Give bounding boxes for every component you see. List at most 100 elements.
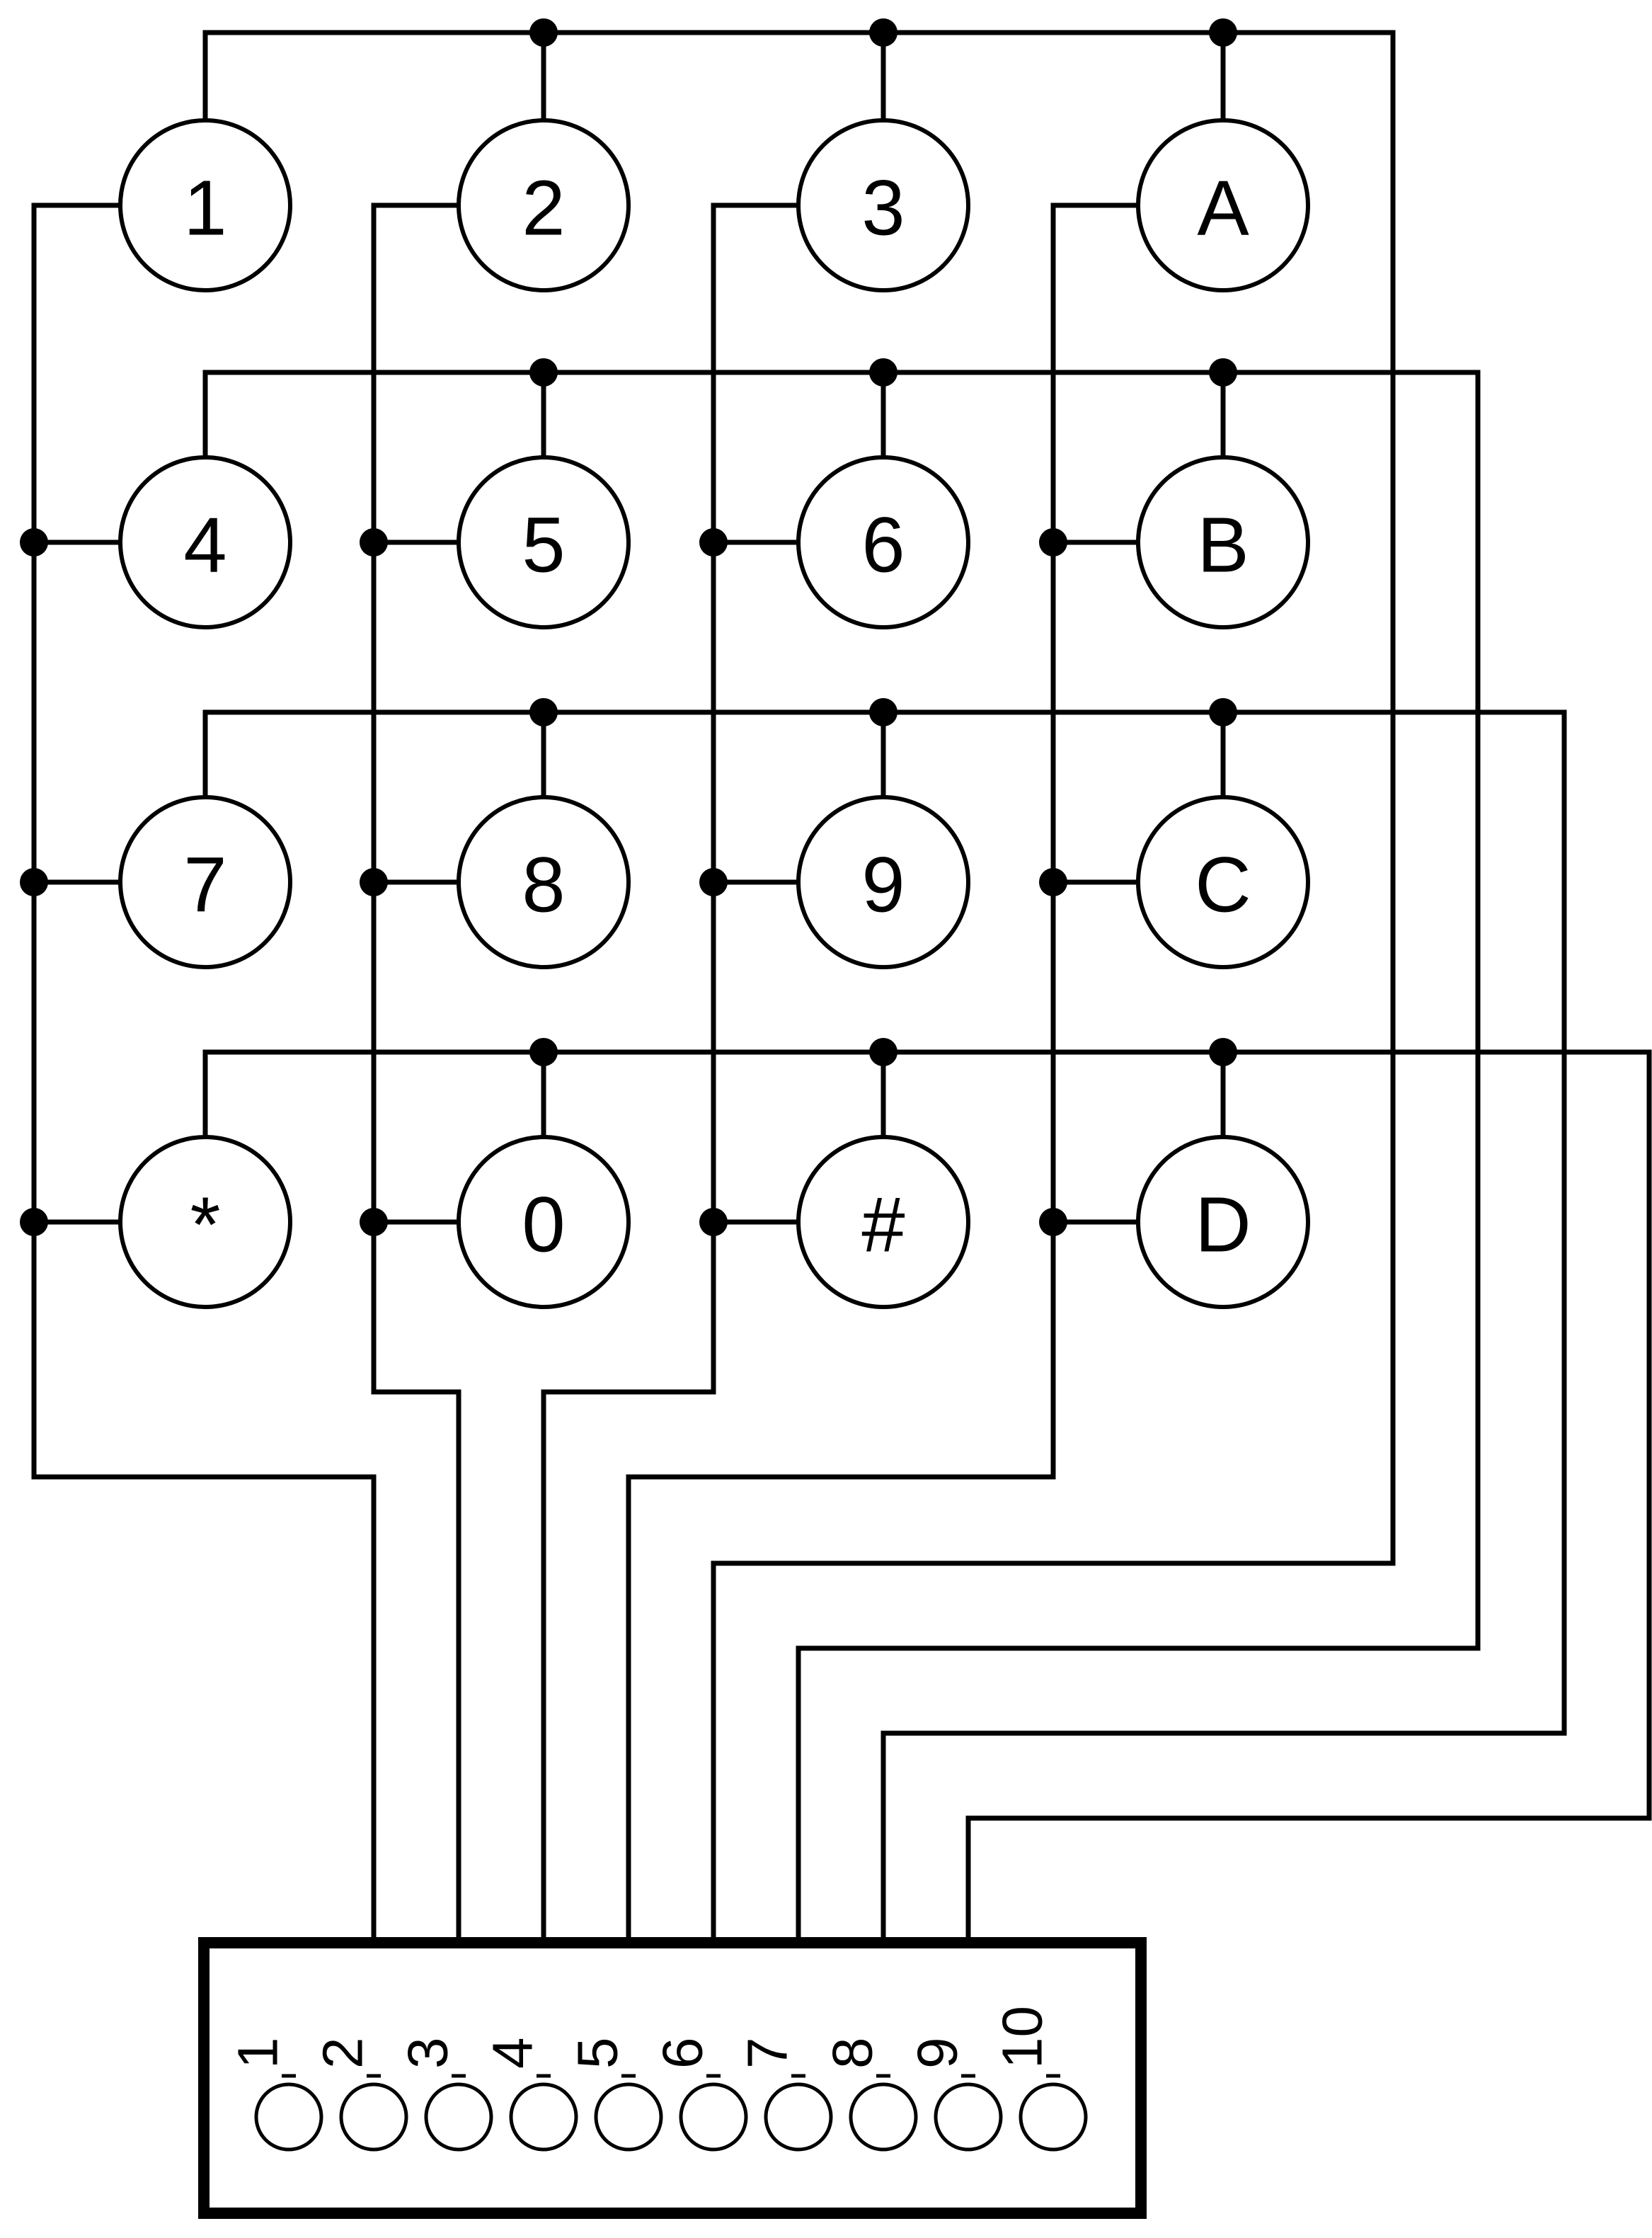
key-circle [796,1135,970,1309]
column-junction-4-3 [1039,868,1067,896]
pin-circle [424,2082,493,2152]
row-bus-1 [202,30,1396,1946]
key-4: 4 [118,455,292,629]
key-circle [457,795,631,969]
key-circle [118,1135,292,1309]
connector-pin-9: 9 [906,2038,1003,2152]
key-label: A [1197,165,1249,252]
column-junction-1-2 [20,528,48,556]
column-junction-1-3 [20,868,48,896]
pin-circle [254,2082,323,2152]
row-junction-1-4 [1209,18,1237,47]
pin-circle [509,2082,578,2152]
pin-number-label: 9 [906,2038,969,2069]
connector-pin-2: 2 [311,2038,408,2152]
row-junction-1-3 [869,18,897,47]
key-C: C [1136,795,1310,969]
key-label: 9 [861,842,905,929]
key-9: 9 [796,795,970,969]
key-circle [118,118,292,292]
connector-pin-1: 1 [226,2038,323,2152]
key-circle [796,795,970,969]
column-junction-3-3 [699,868,728,896]
column-junction-2-3 [360,868,388,896]
column-bus-1 [31,202,377,1946]
key-0: 0 [457,1135,631,1309]
key-circle [1136,1135,1310,1309]
row-junction-2-4 [1209,358,1237,387]
pin-number-label: 8 [821,2038,884,2069]
key-*: * [118,1135,292,1309]
column-junction-4-4 [1039,1208,1067,1236]
connector-pin-5: 5 [566,2038,663,2152]
key-D: D [1136,1135,1310,1309]
key-label: C [1195,842,1251,929]
key-8: 8 [457,795,631,969]
pin-circle [849,2082,918,2152]
key-5: 5 [457,455,631,629]
row-bus-2 [202,370,1481,1946]
key-circle [457,118,631,292]
column-junction-1-4 [20,1208,48,1236]
pin-number-label: 7 [736,2038,799,2069]
key-label: 1 [183,165,226,252]
key-1: 1 [118,118,292,292]
row-junction-3-3 [869,698,897,726]
connector-pin-10: 10 [991,2006,1088,2152]
pin-number-label: 2 [311,2038,374,2069]
key-circle [1136,455,1310,629]
key-2: 2 [457,118,631,292]
key-B: B [1136,455,1310,629]
row-junction-4-2 [529,1038,558,1066]
connector-pin-4: 4 [481,2038,578,2152]
key-label: 8 [522,842,565,929]
key-7: 7 [118,795,292,969]
connector-pin-6: 6 [651,2038,748,2152]
row-junction-4-4 [1209,1038,1237,1066]
pin-circle [934,2082,1003,2152]
row-junction-1-2 [529,18,558,47]
junction-dots [20,18,1237,1236]
row-junction-2-2 [529,358,558,387]
pin-number-label: 10 [991,2006,1054,2069]
column-bus-3 [541,202,716,1946]
key-circle [457,455,631,629]
row-junction-3-2 [529,698,558,726]
key-3: 3 [796,118,970,292]
key-label: 4 [183,502,226,589]
key-label: 2 [522,165,565,252]
column-bus-2 [371,202,461,1946]
column-junction-3-2 [699,528,728,556]
row-junction-4-3 [869,1038,897,1066]
connector-pin-7: 7 [736,2038,833,2152]
key-A: A [1136,118,1310,292]
pin-circle [594,2082,663,2152]
row-junction-3-4 [1209,698,1237,726]
row-bus-4 [202,1049,1652,1946]
key-circle [457,1135,631,1309]
pin-number-label: 1 [226,2038,289,2069]
key-circle [1136,795,1310,969]
key-circle [118,455,292,629]
key-circle [796,118,970,292]
key-6: 6 [796,455,970,629]
key-label: 6 [861,502,905,589]
pin-circle [764,2082,833,2152]
key-label: D [1195,1182,1251,1269]
pin-number-label: 3 [396,2038,459,2069]
key-#: # [796,1135,970,1309]
row-bus-3 [202,709,1567,1946]
key-circle [796,455,970,629]
pin-number-label: 4 [481,2038,544,2069]
pin-number-label: 5 [566,2038,629,2069]
key-label: # [861,1182,905,1269]
key-label: 7 [183,842,226,929]
column-junction-4-2 [1039,528,1067,556]
column-junction-2-4 [360,1208,388,1236]
key-circle [1136,118,1310,292]
column-bus-4 [626,202,1056,1946]
key-label: 0 [522,1182,565,1269]
connector-pin-3: 3 [396,2038,493,2152]
